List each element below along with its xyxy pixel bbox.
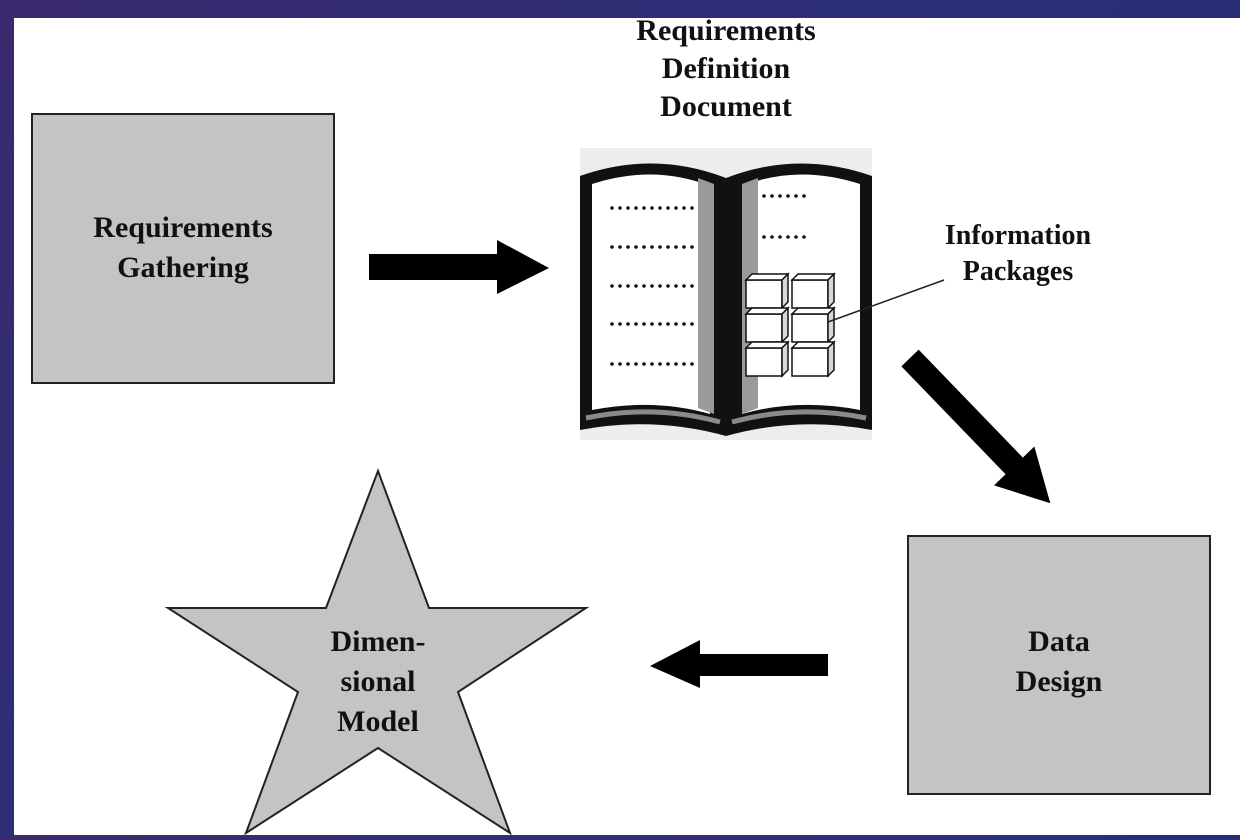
arrow-to-data-design — [901, 349, 1051, 504]
label-line: Requirements — [636, 14, 816, 47]
label-line: Information — [944, 220, 1092, 251]
information-packages-label: Information Packages — [918, 218, 1118, 290]
data-design-box — [907, 535, 1211, 795]
label-line: Document — [660, 90, 792, 123]
diagram-canvas: Requirements Gathering Requirements Defi… — [14, 14, 1240, 836]
dimensional-model-star — [164, 468, 590, 836]
label-line: Definition — [661, 52, 791, 85]
information-package-cubes — [744, 272, 836, 378]
label-line: Dimen- — [330, 625, 426, 658]
label-line: Requirements — [93, 211, 273, 244]
label-line: Model — [337, 705, 419, 738]
label-line: Design — [1015, 665, 1103, 698]
arrow-to-document — [369, 240, 549, 294]
right-page-lines — [762, 194, 806, 239]
left-page-lines — [610, 206, 694, 366]
book-icon — [580, 148, 872, 440]
diagram-svg — [31, 113, 1211, 836]
label-line: Gathering — [117, 251, 249, 284]
information-packages-leader — [827, 279, 945, 323]
arrow-to-dimensional-model — [650, 640, 828, 688]
dimensional-model-label: Dimen- sional Model — [278, 622, 478, 742]
label-line: Packages — [962, 256, 1074, 287]
data-design-label: Data Design — [908, 622, 1210, 702]
label-line: sional — [340, 665, 416, 698]
label-line: Data — [1028, 625, 1090, 658]
requirements-gathering-box — [31, 113, 335, 384]
requirements-definition-document-label: Requirements Definition Document — [574, 12, 878, 126]
requirements-gathering-label: Requirements Gathering — [32, 208, 334, 288]
